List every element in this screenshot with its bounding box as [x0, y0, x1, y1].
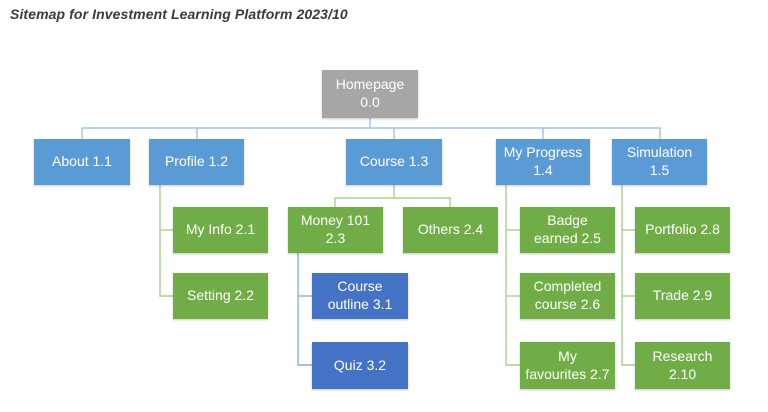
node-my-info[interactable]: My Info 2.1: [173, 207, 268, 253]
node-trade[interactable]: Trade 2.9: [635, 273, 730, 319]
node-trade-label: Trade 2.9: [652, 287, 713, 304]
connector-level1-bus: [81, 127, 661, 139]
node-course[interactable]: Course 1.3: [346, 139, 442, 185]
connector-simulation-trunk: [621, 185, 635, 366]
node-about-label: About 1.1: [52, 153, 112, 170]
node-portfolio[interactable]: Portfolio 2.8: [635, 207, 730, 253]
node-setting-label: Setting 2.2: [187, 287, 254, 304]
node-others[interactable]: Others 2.4: [403, 207, 498, 253]
node-course-label: Course 1.3: [359, 153, 429, 170]
connector-profile-trunk: [159, 185, 173, 297]
node-quiz[interactable]: Quiz 3.2: [312, 342, 408, 389]
node-my-info-label: My Info 2.1: [185, 221, 256, 238]
connector-course-bus: [334, 197, 451, 207]
node-profile-label: Profile 1.2: [164, 153, 229, 170]
page-title: Sitemap for Investment Learning Platform…: [10, 6, 348, 22]
node-profile[interactable]: Profile 1.2: [149, 139, 244, 185]
node-about[interactable]: About 1.1: [34, 139, 130, 185]
connector-money101-trunk: [297, 253, 312, 366]
node-setting[interactable]: Setting 2.2: [173, 273, 268, 319]
node-quiz-label: Quiz 3.2: [333, 356, 387, 373]
node-portfolio-label: Portfolio 2.8: [645, 221, 720, 238]
node-others-label: Others 2.4: [417, 221, 484, 238]
connector-myprogress-trunk: [505, 185, 520, 366]
